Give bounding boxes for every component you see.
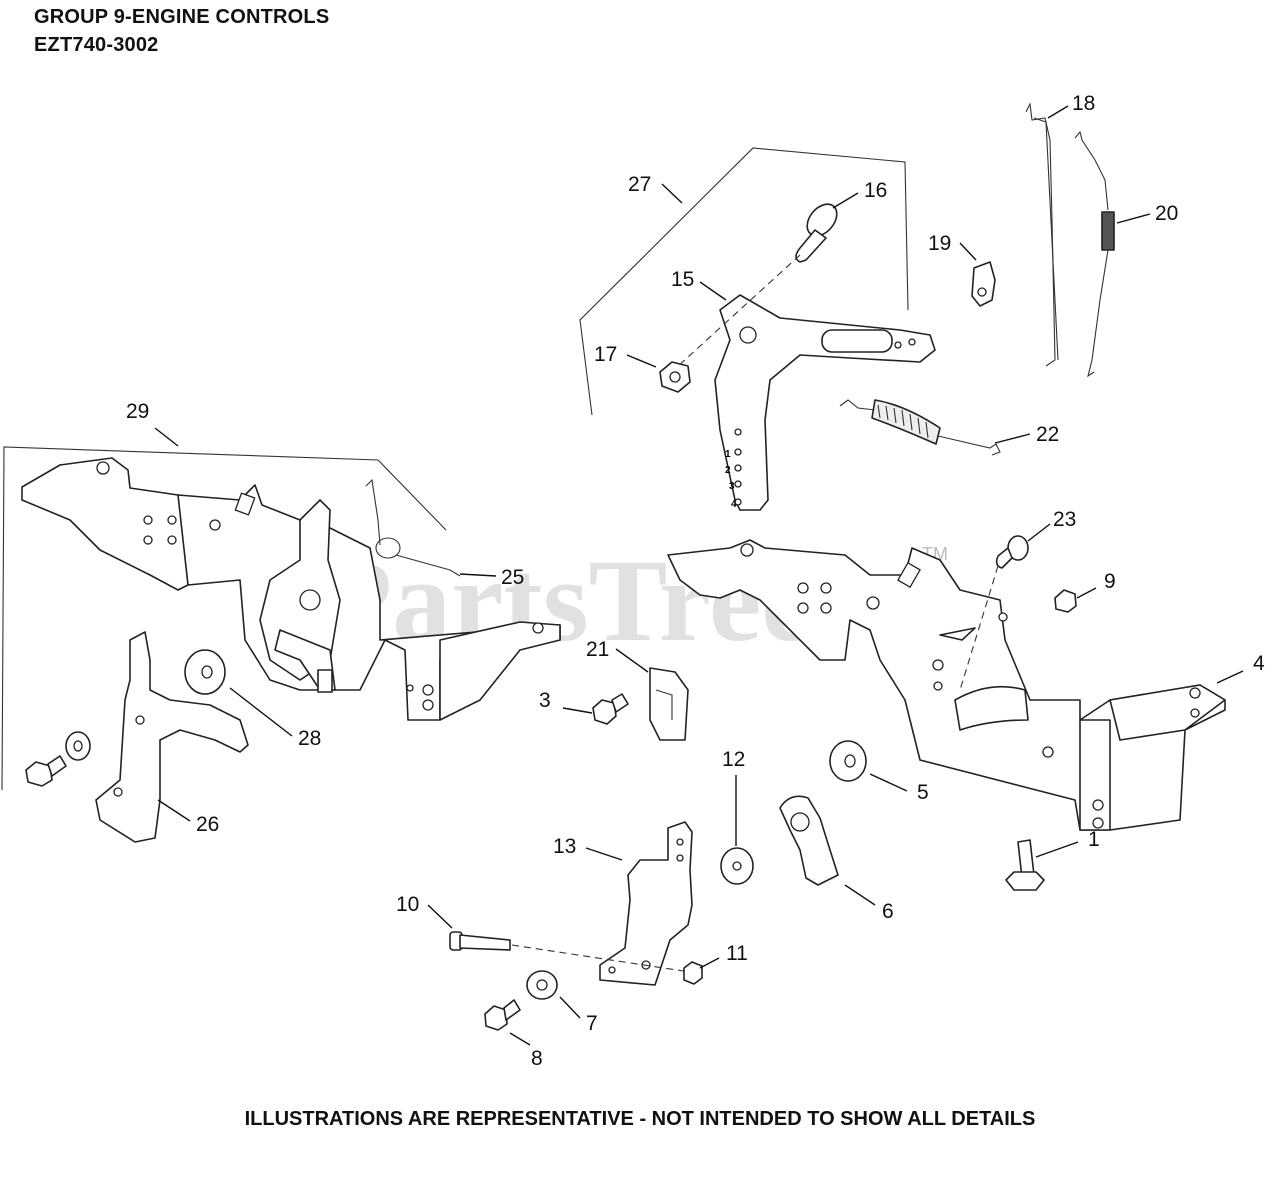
callout-label: 1 [1088,828,1100,851]
callout-label: 17 [594,343,617,366]
callout-label: 4 [1253,652,1265,675]
extension-spring-20 [1074,130,1115,378]
callout-label: 25 [501,566,524,589]
shoulder-bolt-23 [995,535,1029,569]
link-plate-6 [779,795,839,886]
lever-mark: 1 [725,449,731,460]
bolt-10 [449,931,511,951]
assembly-outline-27 [579,147,909,416]
page-title: GROUP 9-ENGINE CONTROLS [34,6,330,28]
callout-label: 15 [671,268,694,291]
right-control-bracket [667,539,1226,831]
flange-bolt-1 [1005,839,1045,891]
bolt-axis [959,565,999,691]
lever-mark: 4 [731,499,737,510]
callout-label: 3 [539,689,551,712]
hex-nut-9 [1054,589,1077,613]
leader-lines [154,105,1244,1046]
callout-label: 12 [722,748,745,771]
bolt-10-axis [511,944,691,973]
cable-clip-19 [971,261,996,307]
callout-label: 6 [882,900,894,923]
hex-bolt-3 [592,693,629,725]
callout-labels: 1 3 4 5 6 7 8 9 10 11 12 13 15 16 17 18 … [126,92,1265,1070]
callout-label: 22 [1036,423,1059,446]
callout-label: 23 [1053,508,1076,531]
pin-axis [664,254,801,379]
parts-diagram: PartsTree TM [1,92,1265,1070]
clevis-pin-16 [795,203,838,263]
model-number: EZT740-3002 [34,34,159,56]
spring-clip-21 [649,667,689,741]
hex-bolt-8 [484,999,521,1031]
callout-label: 21 [586,638,609,661]
callout-label: 26 [196,813,219,836]
flange-nut-17 [659,361,691,393]
washer-left [65,731,91,761]
nut-11 [683,961,703,985]
hex-bolt-left [25,755,67,787]
callout-label: 9 [1104,570,1116,593]
throttle-rod-18 [1025,102,1059,367]
callout-label: 5 [917,781,929,804]
control-lever-13 [599,821,693,986]
control-lever-26 [95,631,249,843]
callout-label: 28 [298,727,321,750]
callout-label: 29 [126,400,149,423]
callout-label: 16 [864,179,887,202]
left-control-bracket [21,457,561,721]
callout-label: 13 [553,835,576,858]
spring-25 [365,478,461,577]
throttle-lever-15: 1 2 3 4 [714,294,936,511]
lever-mark: 2 [725,465,731,476]
washer-7 [526,970,558,1000]
washer-28 [184,649,226,695]
callout-label: 10 [396,893,419,916]
callout-label: 27 [628,173,651,196]
callout-label: 20 [1155,202,1178,225]
callout-label: 8 [531,1047,543,1070]
callout-label: 19 [928,232,951,255]
washer-5 [829,740,867,782]
lever-mark: 3 [729,481,735,492]
callout-label: 18 [1072,92,1095,115]
assembly-outline-29 [1,446,447,791]
callout-label: 7 [586,1012,598,1035]
footer-disclaimer: ILLUSTRATIONS ARE REPRESENTATIVE - NOT I… [244,1108,1036,1130]
callout-label: 11 [726,942,748,965]
washer-12 [720,847,754,885]
extension-spring-22 [839,399,1001,456]
